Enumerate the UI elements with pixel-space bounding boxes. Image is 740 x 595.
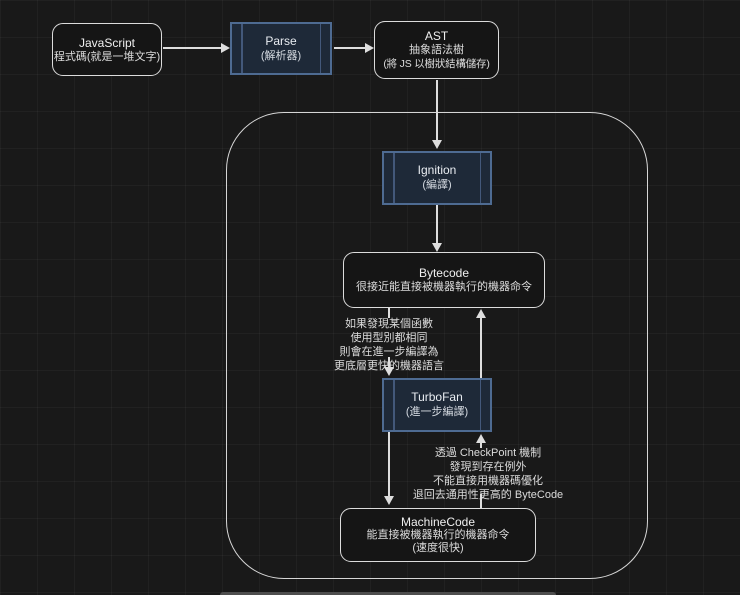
node-turbofan[interactable]: TurboFan (進一步編譯) — [382, 378, 492, 432]
node-ast-note: (將 JS 以樹狀結構儲存) — [383, 58, 490, 70]
node-javascript-title: JavaScript — [78, 35, 136, 50]
subroutine-line-right — [479, 380, 481, 430]
node-ignition-title: Ignition — [417, 163, 457, 177]
annotation-line: 透過 CheckPoint 機制 — [434, 447, 542, 459]
node-bytecode-subtitle: 很接近能直接被機器執行的機器命令 — [356, 281, 532, 293]
subroutine-line-right — [319, 24, 321, 73]
annotation-line: 使用型別都相同 — [350, 332, 428, 344]
arrow-line — [388, 308, 390, 318]
node-parse-subtitle: (解析器) — [260, 49, 302, 62]
arrowhead-right-icon — [221, 43, 230, 53]
node-machinecode-note: (速度很快) — [412, 541, 464, 554]
node-ignition[interactable]: Ignition (編譯) — [382, 151, 492, 205]
node-machinecode[interactable]: MachineCode 能直接被機器執行的機器命令 (速度很快) — [340, 508, 536, 562]
arrowhead-down-icon — [432, 243, 442, 252]
arrowhead-down-icon — [384, 367, 394, 376]
node-javascript-subtitle: 程式碼(就是一堆文字) — [53, 50, 161, 63]
arrow-line — [388, 357, 390, 367]
node-ast-subtitle: 抽象語法樹 — [409, 44, 464, 56]
node-ast-title: AST — [424, 29, 449, 43]
annotation-line: 如果發現某個函數 — [345, 318, 433, 330]
arrow-line — [163, 47, 221, 49]
subroutine-line-right — [479, 153, 481, 203]
node-parse-title: Parse — [265, 33, 297, 48]
node-javascript[interactable]: JavaScript 程式碼(就是一堆文字) — [52, 23, 162, 76]
annotation-line: 則會在進一步編譯為 — [339, 346, 439, 358]
annotation-line: 發現到存在例外 — [449, 461, 527, 473]
node-parse[interactable]: Parse (解析器) — [230, 22, 332, 75]
arrow-line — [388, 432, 390, 496]
arrowhead-right-icon — [365, 43, 374, 53]
cutoff-shape-top-edge[interactable] — [220, 592, 556, 595]
arrow-line — [436, 80, 438, 140]
arrow-line — [334, 47, 366, 49]
annotation-deopt[interactable]: 透過 CheckPoint 機制 發現到存在例外 不能直接用機器碼優化 退回去通… — [407, 446, 569, 502]
subroutine-line-left — [241, 24, 243, 73]
node-turbofan-title: TurboFan — [411, 390, 463, 404]
arrow-line — [480, 443, 482, 448]
arrow-line — [436, 205, 438, 243]
arrowhead-up-icon — [476, 309, 486, 318]
node-machinecode-subtitle: 能直接被機器執行的機器命令 — [366, 528, 510, 541]
arrow-line — [480, 494, 482, 508]
arrowhead-down-icon — [432, 140, 442, 149]
arrowhead-up-icon — [476, 434, 486, 443]
arrowhead-down-icon — [384, 496, 394, 505]
subroutine-line-left — [393, 380, 395, 430]
node-bytecode-title: Bytecode — [418, 266, 470, 280]
subroutine-line-left — [393, 153, 395, 203]
arrow-line — [480, 318, 482, 378]
node-turbofan-subtitle: (進一步編譯) — [405, 406, 469, 418]
annotation-line: 退回去通用性更高的 ByteCode — [412, 489, 564, 501]
node-ast[interactable]: AST 抽象語法樹 (將 JS 以樹狀結構儲存) — [374, 21, 499, 79]
node-ignition-subtitle: (編譯) — [422, 179, 452, 191]
annotation-optimize[interactable]: 如果發現某個函數 使用型別都相同 則會在進一步編譯為 更底層更快的機器語言 — [323, 317, 455, 373]
node-bytecode[interactable]: Bytecode 很接近能直接被機器執行的機器命令 — [343, 252, 545, 308]
annotation-line: 不能直接用機器碼優化 — [433, 475, 543, 487]
node-machinecode-title: MachineCode — [400, 514, 476, 529]
